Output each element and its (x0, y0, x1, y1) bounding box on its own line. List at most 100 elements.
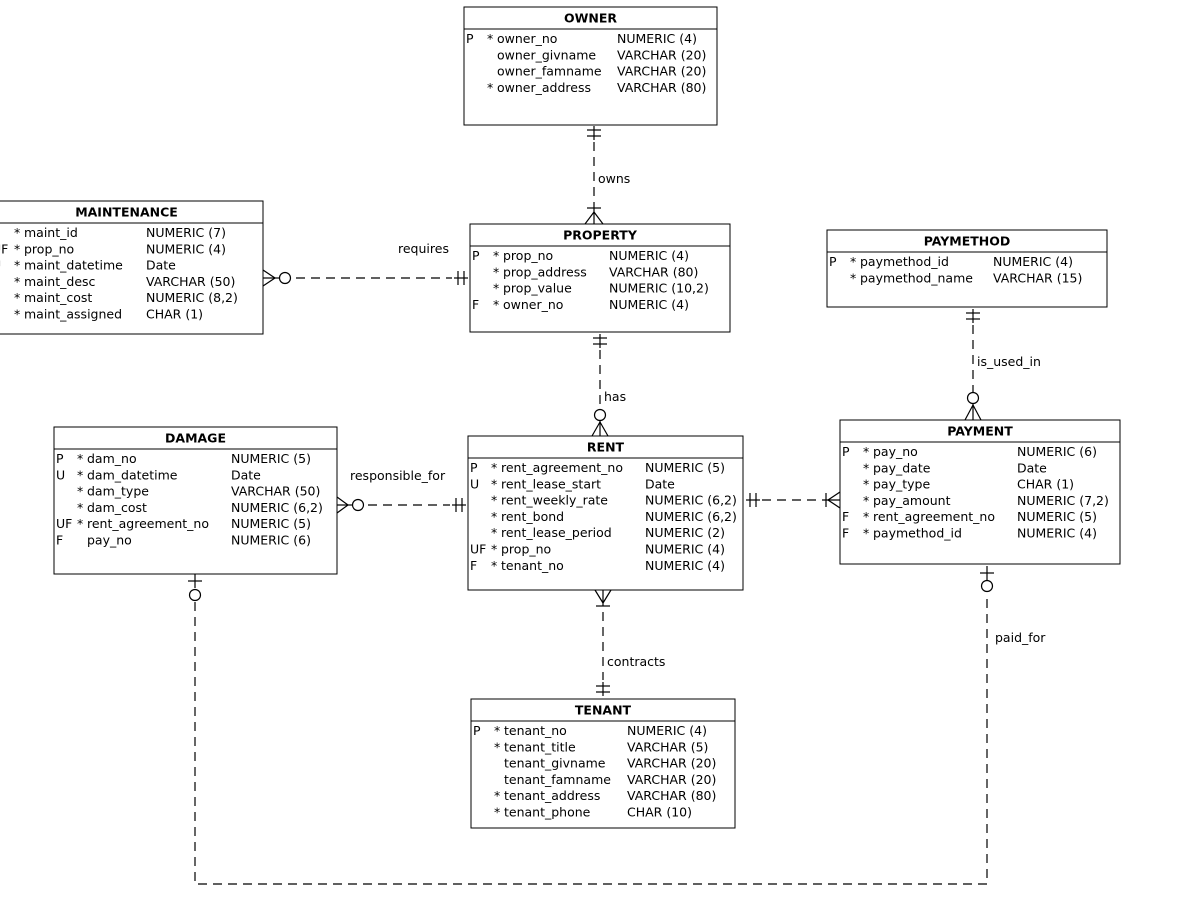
entity-title: TENANT (575, 703, 632, 718)
optional-circle-symbol (966, 391, 980, 405)
required-marker: * (77, 467, 83, 482)
entity-box (469, 223, 731, 333)
required-marker: * (14, 274, 20, 289)
attribute-type: NUMERIC (4) (645, 558, 725, 573)
key-marker: P (470, 460, 478, 475)
attribute-type: NUMERIC (4) (1017, 526, 1097, 541)
attribute-name: maint_cost (24, 290, 92, 305)
crows-foot-symbol (964, 404, 974, 421)
key-marker: F (470, 558, 477, 573)
optional-circle-symbol (278, 271, 292, 285)
attribute-type: Date (645, 476, 675, 491)
attribute-type: NUMERIC (6,2) (645, 509, 737, 524)
attribute-name: paymethod_id (860, 254, 949, 269)
required-marker: * (14, 241, 20, 256)
required-marker: * (491, 542, 497, 557)
attribute-type: NUMERIC (5) (1017, 509, 1097, 524)
attribute-type: NUMERIC (4) (627, 723, 707, 738)
relationship-label: paid_for (995, 630, 1046, 645)
attribute-type: NUMERIC (10,2) (609, 281, 709, 296)
key-marker: P (842, 444, 850, 459)
attribute-name: rent_agreement_no (501, 460, 623, 475)
attribute-name: tenant_address (504, 788, 600, 803)
attribute-type: VARCHAR (50) (231, 484, 320, 499)
attribute-type: VARCHAR (50) (146, 274, 235, 289)
attribute-type: VARCHAR (15) (993, 270, 1082, 285)
attribute-type: NUMERIC (5) (231, 451, 311, 466)
attribute-row: P * paymethod_id NUMERIC (4) (829, 254, 1073, 269)
required-marker: * (493, 264, 499, 279)
key-marker: F (56, 533, 63, 548)
attribute-name: tenant_givname (504, 756, 606, 771)
attribute-name: rent_lease_start (501, 476, 601, 491)
crows-foot-symbol (336, 496, 349, 506)
attribute-type: NUMERIC (7,2) (1017, 493, 1109, 508)
attribute-type: VARCHAR (80) (627, 788, 716, 803)
attribute-name: owner_no (497, 31, 557, 46)
key-marker: P (473, 723, 481, 738)
attribute-type: NUMERIC (4) (617, 31, 697, 46)
attribute-type: CHAR (1) (146, 307, 203, 322)
required-marker: * (493, 281, 499, 296)
attribute-name: pay_date (873, 460, 931, 475)
attribute-type: Date (1017, 460, 1047, 475)
relationship-rent-payment (746, 491, 841, 509)
attribute-type: NUMERIC (4) (609, 248, 689, 263)
crows-foot-symbol (262, 277, 276, 287)
attribute-type: NUMERIC (5) (645, 460, 725, 475)
relationship-paid-for: paid_for (188, 566, 1046, 885)
attribute-name: prop_value (503, 281, 572, 296)
crows-foot-symbol (827, 491, 841, 501)
required-marker: * (14, 290, 20, 305)
relationship-owns: owns (584, 126, 630, 225)
attribute-name: prop_no (503, 248, 553, 263)
attribute-name: rent_bond (501, 509, 564, 524)
attribute-name: tenant_famname (504, 772, 611, 787)
required-marker: * (77, 451, 83, 466)
required-marker: * (493, 248, 499, 263)
relationship-responsible-for: responsible_for (336, 468, 466, 514)
attribute-name: rent_agreement_no (87, 516, 209, 531)
attribute-type: NUMERIC (6) (1017, 444, 1097, 459)
required-marker: * (14, 225, 20, 240)
required-marker: * (850, 254, 856, 269)
attribute-type: NUMERIC (5) (231, 516, 311, 531)
attribute-name: pay_no (873, 444, 918, 459)
crows-foot-symbol (593, 211, 604, 225)
attribute-row: P * pay_no NUMERIC (6) (842, 444, 1097, 459)
key-marker: P (829, 254, 837, 269)
required-marker: * (863, 444, 869, 459)
attribute-type: NUMERIC (4) (993, 254, 1073, 269)
entity-box (463, 6, 718, 126)
entity-box (839, 419, 1121, 565)
required-marker: * (491, 476, 497, 491)
required-marker: * (491, 525, 497, 540)
attribute-name: tenant_phone (504, 805, 591, 820)
key-marker: F (842, 509, 849, 524)
